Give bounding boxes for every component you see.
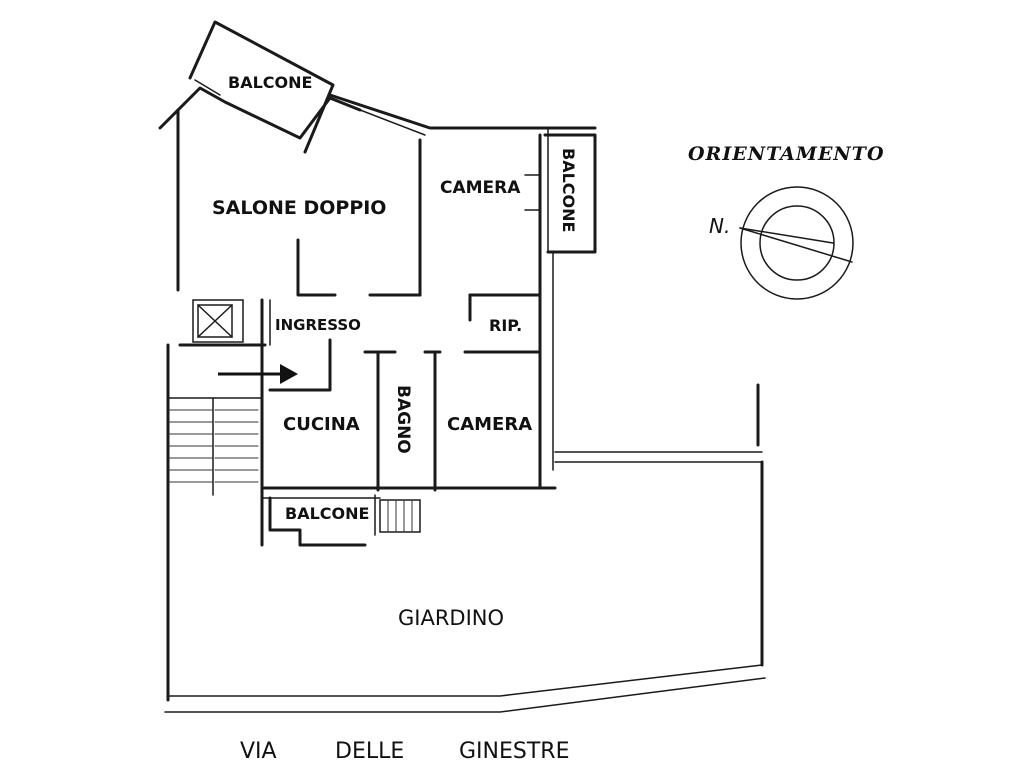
- compass: [739, 186, 854, 300]
- street-word-delle: DELLE: [335, 739, 404, 764]
- entry-arrow: [218, 364, 298, 384]
- bottom-balcony: [268, 494, 421, 547]
- orientation-title: ORIENTAMENTO: [688, 143, 885, 165]
- room-cucina: CUCINA: [283, 414, 360, 435]
- garden-boundary: [164, 383, 766, 713]
- room-balcone-top: BALCONE: [228, 73, 312, 92]
- room-ingresso: INGRESSO: [275, 316, 361, 334]
- room-camera-top: CAMERA: [440, 178, 521, 198]
- room-bagno: BAGNO: [393, 385, 413, 454]
- room-ripostiglio: RIP.: [489, 316, 522, 335]
- street-word-ginestre: GINESTRE: [459, 739, 569, 764]
- area-giardino: GIARDINO: [398, 606, 504, 630]
- interior-walls: [178, 138, 542, 492]
- street-word-via: VIA: [240, 739, 277, 764]
- room-camera-bottom: CAMERA: [447, 414, 532, 435]
- outer-walls: [158, 20, 597, 547]
- stairwell: [166, 299, 263, 547]
- room-salone-doppio: SALONE DOPPIO: [212, 197, 386, 219]
- room-balcone-bottom: BALCONE: [285, 504, 369, 523]
- north-label: N.: [709, 214, 730, 238]
- room-balcone-right: BALCONE: [559, 148, 578, 232]
